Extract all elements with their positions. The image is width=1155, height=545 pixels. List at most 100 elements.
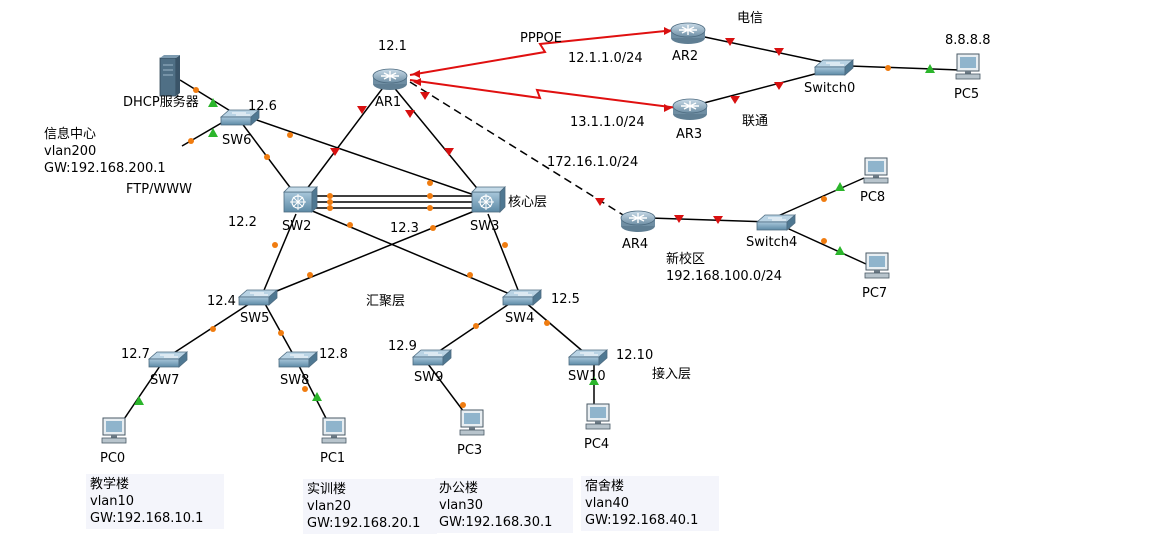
device-label-sw9: SW9	[414, 370, 443, 385]
serial-link-ar1-ar3	[409, 79, 679, 109]
new-campus-network-label: 192.168.100.0/24	[666, 269, 782, 284]
area-vlan: vlan30	[439, 498, 484, 513]
link-sw6-sw3	[244, 115, 484, 199]
area-name: 宿舍楼	[585, 479, 625, 494]
device-label-ar1: AR1	[375, 95, 401, 110]
link-ar1-sw2	[299, 84, 386, 199]
area-note-training: 实训楼 vlan20 GW:192.168.20.1	[303, 479, 437, 534]
link-sw5-sw8	[263, 301, 295, 357]
isp-telecom-label: 电信	[737, 11, 763, 26]
area-note-office: 办公楼 vlan30 GW:192.168.30.1	[435, 478, 573, 533]
pc-pc1[interactable]	[321, 417, 347, 444]
link-sw5-sw7	[165, 301, 253, 359]
area-name: 教学楼	[90, 477, 130, 492]
isp-unicom-label: 联通	[742, 114, 768, 129]
pc-pc4[interactable]	[585, 403, 611, 430]
area-name: 实训楼	[307, 482, 347, 497]
ip-label-sw6: 12.6	[248, 99, 277, 114]
link-ar1-ar4	[409, 81, 629, 219]
ip-label-sw9: 12.9	[388, 339, 417, 354]
device-label-sw2: SW2	[282, 219, 311, 234]
info-center-gateway: GW:192.168.200.1	[44, 161, 166, 176]
switch-sw5[interactable]	[238, 289, 278, 306]
device-label-pc1: PC1	[320, 451, 345, 466]
switch-sw8[interactable]	[278, 351, 318, 368]
pc5-ip-label: 8.8.8.8	[945, 33, 990, 48]
ip-label-sw10: 12.10	[616, 348, 653, 363]
area-vlan: vlan40	[585, 496, 630, 511]
link-switch4-pc8	[777, 177, 865, 217]
area-gateway: GW:192.168.10.1	[90, 511, 204, 526]
network-label-ar4: 172.16.1.0/24	[547, 155, 638, 170]
link-switch0-pc5	[849, 65, 961, 71]
area-note-teaching: 教学楼 vlan10 GW:192.168.10.1	[86, 474, 224, 529]
link-sw2-sw4	[309, 209, 518, 298]
link-sw2-sw5	[261, 213, 297, 296]
link-sw3-sw5	[261, 209, 478, 298]
device-label-switch0: Switch0	[804, 81, 855, 96]
device-label-ar4: AR4	[622, 237, 648, 252]
link-ar2-switch0	[699, 35, 833, 65]
area-gateway: GW:192.168.40.1	[585, 513, 699, 528]
pc-pc0[interactable]	[101, 417, 127, 444]
device-label-ar2: AR2	[672, 49, 698, 64]
ip-label-ar1: 12.1	[378, 39, 407, 54]
info-center-vlan: vlan200	[44, 144, 97, 159]
area-vlan: vlan10	[90, 494, 135, 509]
switch-sw4[interactable]	[502, 289, 542, 306]
device-label-sw7: SW7	[150, 373, 179, 388]
area-gateway: GW:192.168.20.1	[307, 516, 421, 531]
device-label-sw3: SW3	[470, 219, 499, 234]
device-label-pc8: PC8	[860, 190, 885, 205]
l3switch-sw3[interactable]	[471, 186, 506, 213]
switch-sw10[interactable]	[568, 349, 608, 366]
ftp-www-label: FTP/WWW	[126, 182, 192, 197]
device-label-pc7: PC7	[862, 286, 887, 301]
new-campus-label: 新校区	[666, 251, 705, 267]
switch-switch0[interactable]	[814, 59, 854, 76]
device-label-pc0: PC0	[100, 451, 125, 466]
network-label-ar2: 12.1.1.0/24	[568, 51, 643, 66]
device-label-sw8: SW8	[280, 373, 309, 388]
info-center-note: 信息中心 vlan200 GW:192.168.200.1	[40, 124, 170, 179]
device-label-switch4: Switch4	[746, 235, 797, 250]
area-gateway: GW:192.168.30.1	[439, 515, 553, 530]
pc-pc5[interactable]	[955, 53, 981, 80]
link-ar4-switch4	[649, 217, 771, 223]
router-ar1[interactable]	[372, 68, 408, 91]
device-label-sw4: SW4	[505, 311, 534, 326]
server-dhcp[interactable]	[159, 54, 181, 97]
device-label-dhcp: DHCP服务器	[123, 94, 199, 110]
device-label-sw5: SW5	[240, 311, 269, 326]
ip-label-sw8: 12.8	[319, 347, 348, 362]
switch-sw7[interactable]	[148, 351, 188, 368]
l3switch-sw2[interactable]	[283, 186, 318, 213]
pc-pc7[interactable]	[864, 252, 890, 279]
area-name: 办公楼	[439, 481, 479, 496]
link-sw4-sw9	[431, 301, 513, 357]
device-label-pc5: PC5	[954, 87, 979, 102]
device-label-sw6: SW6	[222, 133, 251, 148]
ip-label-sw5: 12.4	[207, 294, 236, 309]
access-layer-label: 接入层	[652, 366, 691, 382]
core-layer-label: 核心层	[508, 195, 547, 210]
pc-pc3[interactable]	[459, 409, 485, 436]
ip-label-sw3: 12.3	[390, 221, 419, 236]
area-vlan: vlan20	[307, 499, 352, 514]
router-ar4[interactable]	[620, 210, 656, 233]
device-label-pc4: PC4	[584, 437, 609, 452]
router-ar2[interactable]	[670, 22, 706, 45]
link-switch4-pc7	[777, 223, 867, 265]
area-note-dorm: 宿舍楼 vlan40 GW:192.168.40.1	[581, 476, 719, 531]
link-dhcp-sw6	[179, 79, 233, 113]
pppoe-label: PPPOE	[520, 31, 562, 46]
switch-switch4[interactable]	[756, 214, 796, 231]
router-ar3[interactable]	[672, 98, 708, 121]
ip-label-sw2: 12.2	[228, 215, 257, 230]
link-ar3-switch0	[699, 69, 831, 105]
switch-sw9[interactable]	[412, 349, 452, 366]
pc-pc8[interactable]	[863, 157, 889, 184]
link-sw4-sw10	[524, 301, 587, 355]
device-label-pc3: PC3	[457, 443, 482, 458]
